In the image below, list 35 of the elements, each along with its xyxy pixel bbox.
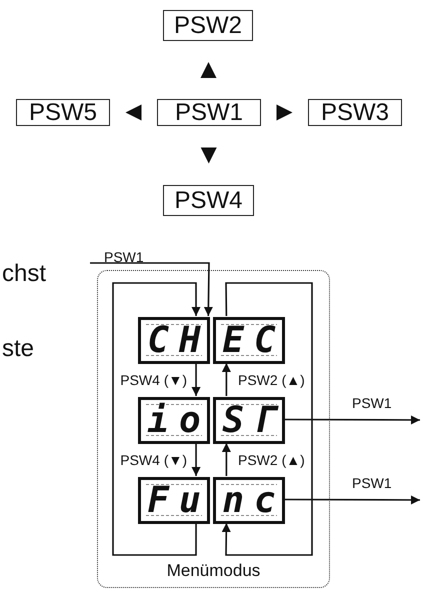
cut-off-text: chst	[2, 262, 46, 286]
arrow	[276, 104, 292, 120]
segment-display: nc	[213, 477, 285, 524]
segment-display: CH	[138, 317, 210, 364]
arrow	[222, 282, 313, 556]
arrow	[222, 363, 231, 396]
key-box: PSW4	[163, 185, 254, 216]
arrow	[284, 495, 420, 504]
arrow	[192, 443, 201, 476]
arrow	[200, 62, 216, 78]
key-box: PSW3	[308, 99, 402, 126]
arrow	[200, 148, 217, 164]
edge-label: PSW4 (▼)	[120, 453, 187, 467]
cut-off-text: ste	[2, 337, 34, 361]
key-box: PSW2	[163, 10, 253, 41]
arrow	[90, 262, 213, 316]
arrow	[284, 415, 420, 424]
edge-label: PSW2 (▲)	[238, 453, 305, 467]
edge-label: PSW4 (▼)	[120, 373, 187, 387]
edge-label: PSW1	[104, 250, 144, 264]
arrow	[192, 363, 201, 396]
menu-frame	[97, 270, 330, 588]
arrow	[126, 104, 142, 120]
arrow	[222, 443, 231, 476]
segment-display: SΓ	[213, 397, 285, 444]
menu-title: Menümodus	[166, 561, 262, 581]
edge-label: PSW2 (▲)	[238, 373, 305, 387]
arrow	[112, 282, 201, 556]
key-box: PSW1	[157, 99, 261, 126]
segment-display: io	[138, 397, 210, 444]
segment-display: EC	[213, 317, 285, 364]
edge-label: PSW1	[352, 396, 392, 410]
key-box: PSW5	[16, 99, 110, 126]
segment-display: Fu	[138, 477, 210, 524]
edge-label: PSW1	[352, 476, 392, 490]
